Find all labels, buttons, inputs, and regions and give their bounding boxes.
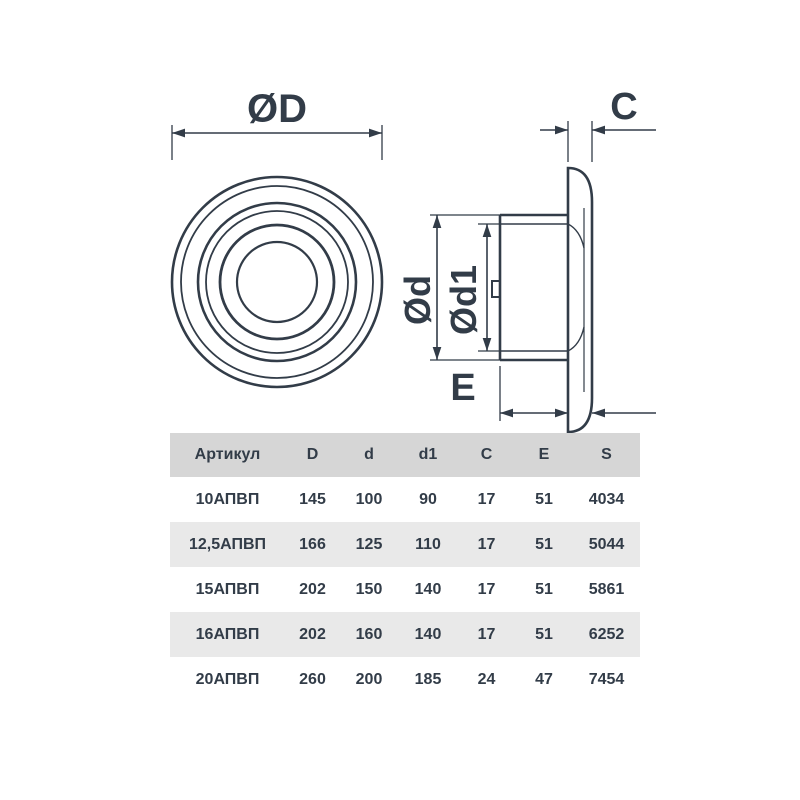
dim-D-label: ØD xyxy=(247,87,307,131)
data-cell: 200 xyxy=(355,670,383,688)
data-cell: 51 xyxy=(535,535,553,553)
header-cell: C xyxy=(480,446,493,463)
header-cell: S xyxy=(601,446,612,463)
dimension-d1 xyxy=(478,223,500,352)
header-cell: d1 xyxy=(418,446,438,463)
table-row: 20АПВП 260 200 185 24 47 7454 xyxy=(170,657,640,702)
data-cell: 17 xyxy=(477,490,496,508)
dim-d1-label: Ød1 xyxy=(443,265,484,335)
data-cell: 15АПВП xyxy=(195,580,260,598)
table-row: 10АПВП 145 100 90 17 51 4034 xyxy=(170,477,640,522)
header-cell: d xyxy=(364,446,374,463)
dim-d-label: Ød xyxy=(397,275,438,325)
data-cell: 51 xyxy=(535,490,553,508)
data-cell: 17 xyxy=(477,535,496,553)
data-cell: 47 xyxy=(535,670,553,688)
data-cell: 5861 xyxy=(588,580,625,598)
table-row: 15АПВП 202 150 140 17 51 5861 xyxy=(170,567,640,612)
dimension-D xyxy=(171,125,383,160)
data-cell: 5044 xyxy=(588,535,625,553)
header-cell: E xyxy=(538,446,550,463)
data-cell: 140 xyxy=(414,580,442,598)
data-cell: 202 xyxy=(299,625,326,643)
data-cell: 6252 xyxy=(588,625,625,643)
data-cell: 260 xyxy=(299,670,326,688)
data-cell: 185 xyxy=(414,670,442,688)
front-view xyxy=(170,175,384,389)
data-cell: 90 xyxy=(419,490,437,508)
data-cell: 145 xyxy=(299,490,326,508)
data-cell: 20АПВП xyxy=(195,670,260,688)
data-cell: 166 xyxy=(299,535,326,553)
table-row: 16АПВП 202 160 140 17 51 6252 xyxy=(170,612,640,657)
dim-C-label: C xyxy=(610,86,637,128)
data-cell: 17 xyxy=(477,580,496,598)
data-cell: 110 xyxy=(415,535,441,553)
data-cell: 51 xyxy=(535,625,553,643)
data-cell: 7454 xyxy=(588,670,625,688)
data-cell: 16АПВП xyxy=(195,625,260,643)
header-cell: Артикул xyxy=(194,446,261,463)
header-cell: D xyxy=(306,446,319,463)
dimension-C xyxy=(540,121,656,162)
dimension-d xyxy=(430,214,500,361)
dimension-E xyxy=(499,366,656,421)
table-row: 12,5АПВП 166 125 110 17 51 5044 xyxy=(170,522,640,567)
data-cell: 4034 xyxy=(588,490,625,508)
data-cell: 51 xyxy=(535,580,553,598)
data-cell: 125 xyxy=(355,535,383,553)
dim-E-label: E xyxy=(450,367,475,409)
data-cell: 12,5АПВП xyxy=(188,535,267,553)
side-view xyxy=(491,166,594,434)
data-cell: 160 xyxy=(355,625,383,643)
data-cell: 24 xyxy=(477,670,496,688)
data-cell: 100 xyxy=(355,490,383,508)
data-cell: 140 xyxy=(414,625,442,643)
data-cell: 17 xyxy=(477,625,496,643)
data-cell: 10АПВП xyxy=(195,490,260,508)
data-cell: 150 xyxy=(355,580,383,598)
data-cell: 202 xyxy=(299,580,326,598)
